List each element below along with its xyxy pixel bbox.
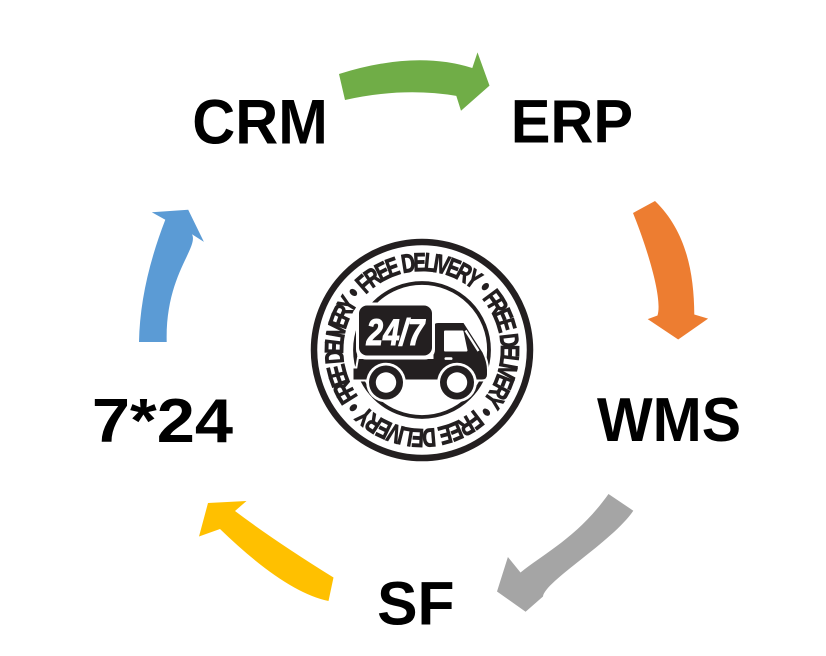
svg-text:I: I xyxy=(431,248,441,278)
svg-text:SF: SF xyxy=(377,569,454,637)
svg-text:D: D xyxy=(421,422,437,453)
svg-text:L: L xyxy=(319,331,350,346)
svg-text:D: D xyxy=(399,247,417,279)
svg-text:L: L xyxy=(494,353,525,368)
svg-text:WMS: WMS xyxy=(597,385,741,455)
svg-text:L: L xyxy=(399,421,415,452)
svg-text:L: L xyxy=(423,247,437,278)
svg-text:24/7: 24/7 xyxy=(366,312,427,353)
svg-text:D: D xyxy=(319,349,350,365)
svg-text:ERP: ERP xyxy=(511,87,633,156)
svg-text:E: E xyxy=(319,341,349,354)
svg-text:CRM: CRM xyxy=(192,88,327,158)
svg-text:E: E xyxy=(413,247,426,277)
svg-text:I: I xyxy=(494,361,524,372)
svg-text:7*24: 7*24 xyxy=(92,386,233,456)
svg-text:E: E xyxy=(410,423,424,453)
svg-text:E: E xyxy=(495,345,525,358)
svg-text:I: I xyxy=(320,330,350,340)
svg-text:D: D xyxy=(494,332,525,349)
